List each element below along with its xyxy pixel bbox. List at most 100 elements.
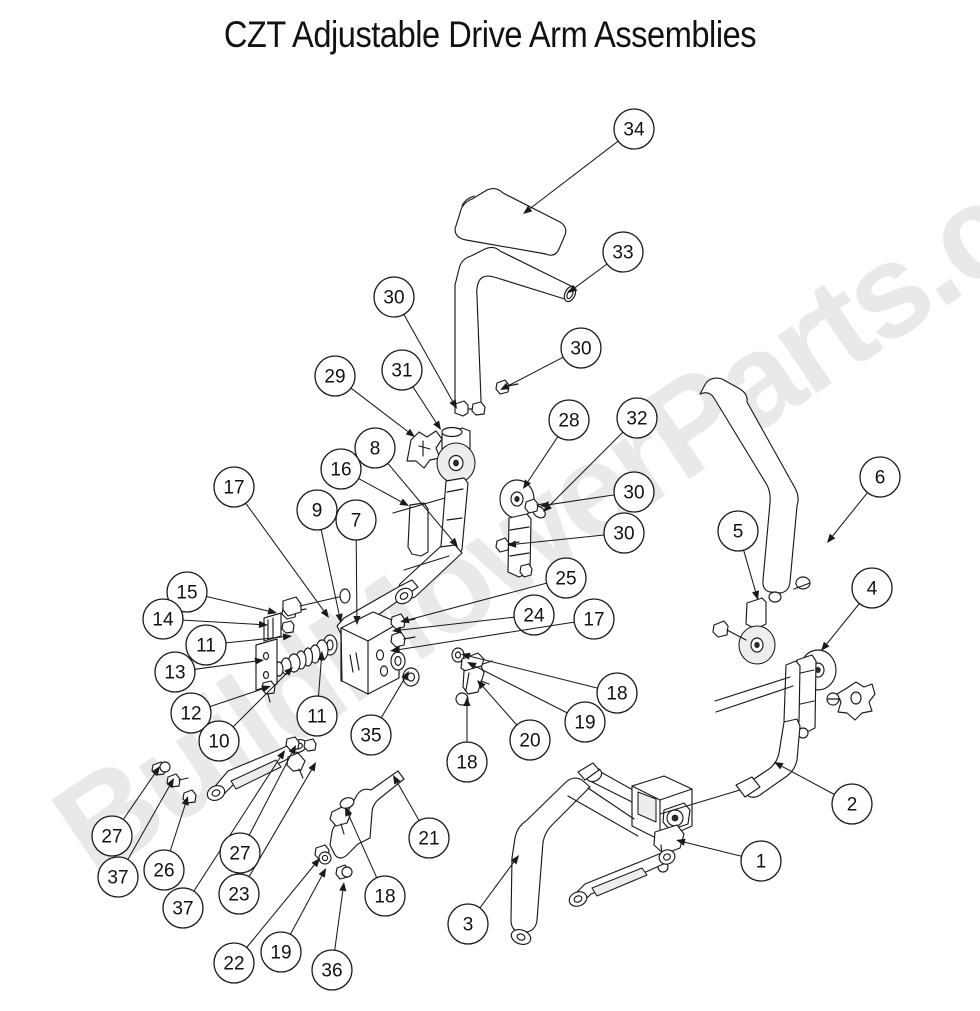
leader-line	[209, 688, 263, 708]
callout-bubble[interactable]	[509, 719, 551, 761]
callout-27[interactable]: 27	[219, 745, 296, 874]
callout-bubble[interactable]	[831, 783, 873, 825]
callout-1[interactable]: 1	[676, 838, 782, 882]
callout-bubble[interactable]	[364, 875, 406, 917]
callout-13[interactable]: 13	[154, 651, 264, 693]
callout-26[interactable]: 26	[143, 796, 189, 891]
callout-bubble[interactable]	[185, 624, 227, 666]
callout-bubble[interactable]	[260, 931, 302, 973]
callout-6[interactable]: 6	[827, 456, 901, 543]
callout-17[interactable]: 17	[390, 598, 615, 654]
callout-number: 34	[623, 120, 645, 141]
callout-bubble[interactable]	[166, 571, 208, 613]
callout-bubble[interactable]	[154, 651, 196, 693]
callout-31[interactable]: 31	[381, 349, 441, 430]
callout-28[interactable]: 28	[523, 399, 590, 489]
callout-21[interactable]: 21	[393, 775, 450, 859]
callout-23[interactable]: 23	[218, 762, 316, 915]
callout-bubble[interactable]	[311, 949, 353, 991]
callout-bubble[interactable]	[740, 840, 782, 882]
callout-bubble[interactable]	[602, 231, 644, 273]
callout-bubble[interactable]	[198, 720, 240, 762]
callout-34[interactable]: 34	[523, 108, 655, 214]
callout-bubble[interactable]	[170, 692, 212, 734]
callout-bubble[interactable]	[143, 849, 185, 891]
callout-bubble[interactable]	[717, 510, 759, 552]
callout-11[interactable]: 11	[185, 624, 292, 666]
callout-14[interactable]: 14	[142, 598, 268, 640]
leader-arrowhead	[510, 855, 519, 865]
callout-8[interactable]: 8	[354, 427, 458, 547]
callout-bubble[interactable]	[219, 832, 261, 874]
callout-bubble[interactable]	[381, 349, 423, 391]
callout-bubble[interactable]	[373, 276, 415, 318]
callout-bubble[interactable]	[354, 427, 396, 469]
callout-bubble[interactable]	[596, 672, 638, 714]
callout-bubble[interactable]	[218, 873, 260, 915]
callout-2[interactable]: 2	[774, 762, 873, 825]
callout-bubble[interactable]	[320, 448, 362, 490]
callout-bubble[interactable]	[213, 942, 255, 984]
callout-17[interactable]: 17	[213, 466, 329, 618]
callout-bubble[interactable]	[613, 108, 655, 150]
callout-10[interactable]: 10	[198, 667, 293, 762]
callout-12[interactable]: 12	[170, 685, 271, 734]
callout-bubble[interactable]	[213, 466, 255, 508]
callout-25[interactable]: 25	[400, 557, 587, 624]
callout-bubble[interactable]	[564, 701, 606, 743]
callout-18[interactable]: 18	[446, 697, 488, 783]
callout-19[interactable]: 19	[260, 868, 326, 973]
callout-bubble[interactable]	[314, 355, 356, 397]
callout-37[interactable]: 37	[162, 750, 285, 929]
callout-bubble[interactable]	[603, 512, 645, 554]
callout-33[interactable]: 33	[568, 231, 644, 293]
callout-27[interactable]: 27	[91, 766, 160, 857]
callout-bubble[interactable]	[560, 327, 602, 369]
callout-bubble[interactable]	[859, 456, 901, 498]
callout-20[interactable]: 20	[477, 680, 551, 761]
callout-bubble[interactable]	[296, 489, 338, 531]
callout-bubble[interactable]	[548, 399, 590, 441]
callout-30[interactable]: 30	[500, 327, 602, 390]
callout-15[interactable]: 15	[166, 571, 277, 615]
callout-32[interactable]: 32	[543, 397, 658, 512]
callout-bubble[interactable]	[513, 594, 555, 636]
callout-18[interactable]: 18	[345, 807, 406, 917]
callout-bubble[interactable]	[335, 499, 377, 541]
callout-bubble[interactable]	[162, 887, 204, 929]
callout-36[interactable]: 36	[311, 882, 353, 991]
leader-line	[412, 386, 437, 423]
callout-9[interactable]: 9	[296, 489, 343, 623]
callout-30[interactable]: 30	[507, 512, 645, 554]
callout-30[interactable]: 30	[540, 471, 655, 513]
callout-29[interactable]: 29	[314, 355, 415, 437]
callout-16[interactable]: 16	[320, 448, 409, 506]
callout-bubble[interactable]	[91, 815, 133, 857]
callout-bubble[interactable]	[613, 471, 655, 513]
callout-24[interactable]: 24	[392, 594, 555, 636]
leader-line	[248, 769, 312, 877]
callout-4[interactable]: 4	[821, 567, 893, 651]
callout-5[interactable]: 5	[717, 510, 759, 600]
callout-bubble[interactable]	[616, 397, 658, 439]
callout-37[interactable]: 37	[97, 778, 174, 898]
callout-bubble[interactable]	[408, 817, 450, 859]
callout-11[interactable]: 11	[296, 651, 338, 737]
callout-bubble[interactable]	[142, 598, 184, 640]
callout-bubble[interactable]	[296, 695, 338, 737]
callout-bubble[interactable]	[447, 903, 489, 945]
callout-bubble[interactable]	[851, 567, 893, 609]
callout-22[interactable]: 22	[213, 858, 320, 984]
callout-3[interactable]: 3	[447, 855, 519, 945]
callout-19[interactable]: 19	[467, 662, 606, 743]
callout-18[interactable]: 18	[461, 652, 638, 714]
callout-30[interactable]: 30	[373, 276, 457, 409]
callout-bubble[interactable]	[573, 598, 615, 640]
callout-bubble[interactable]	[446, 741, 488, 783]
callout-number: 30	[613, 524, 634, 545]
callout-35[interactable]: 35	[350, 671, 409, 756]
callout-bubble[interactable]	[545, 557, 587, 599]
callout-bubble[interactable]	[97, 856, 139, 898]
callout-7[interactable]: 7	[335, 499, 377, 625]
callout-bubble[interactable]	[350, 714, 392, 756]
